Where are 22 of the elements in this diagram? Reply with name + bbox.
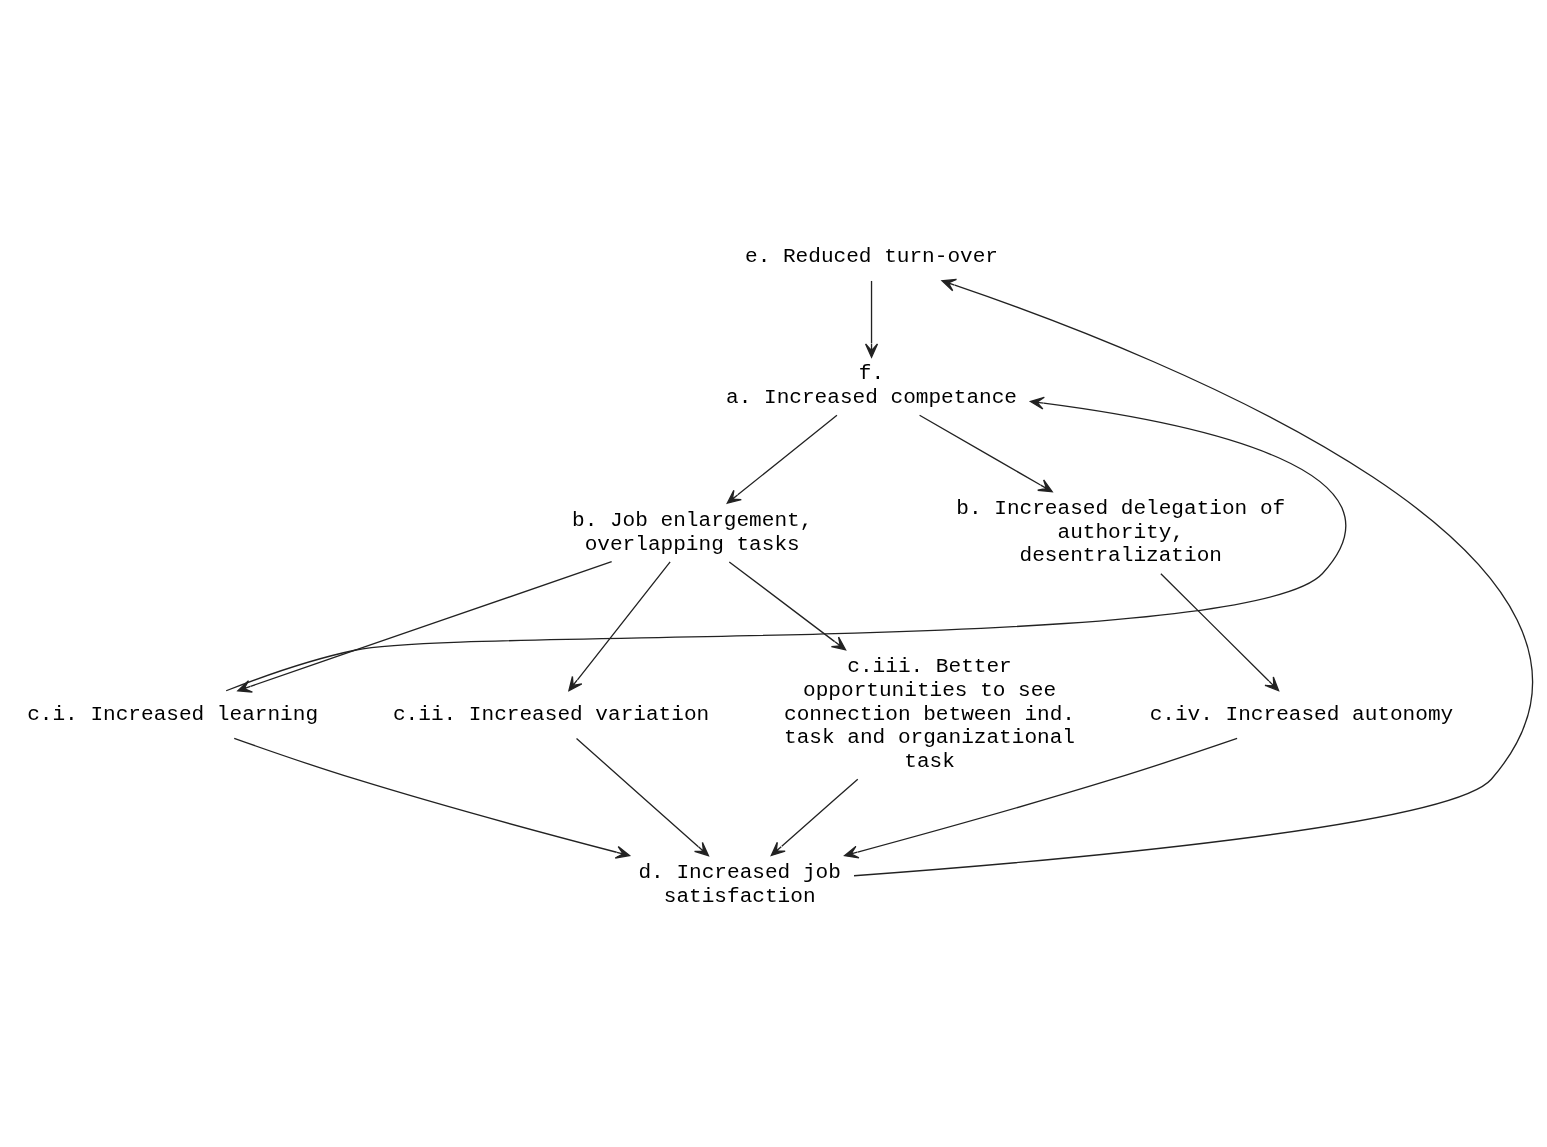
node-text: c.ii. Increased variation (392, 701, 710, 726)
node-text: b. Increased delegation of authority, desentralization (956, 495, 1286, 568)
arrow (853, 278, 1533, 877)
arrow (844, 737, 1238, 859)
arrow (233, 737, 631, 859)
arrow (726, 414, 838, 504)
node-text: e. Reduced turn-over (745, 244, 999, 269)
node-text: b. Job enlargement, overlapping tasks (572, 507, 813, 556)
arrow (1160, 573, 1280, 692)
arrow (568, 561, 671, 692)
node-text: f. a. Increased competance (726, 361, 1017, 410)
arrow (237, 561, 613, 693)
arrow (918, 414, 1053, 493)
arrow (728, 561, 847, 651)
node-text: d. Increased job satisfaction (638, 859, 841, 908)
node-text: c.iii. Better opportunities to see connection between ind. task and organizational task (784, 654, 1076, 774)
node-text: c.i. Increased learning (27, 701, 319, 726)
arrow (864, 280, 879, 358)
arrow (770, 778, 859, 857)
node-text: c.iv. Increased autonomy (1149, 701, 1454, 726)
arrow (575, 737, 710, 857)
arrow (225, 396, 1347, 692)
